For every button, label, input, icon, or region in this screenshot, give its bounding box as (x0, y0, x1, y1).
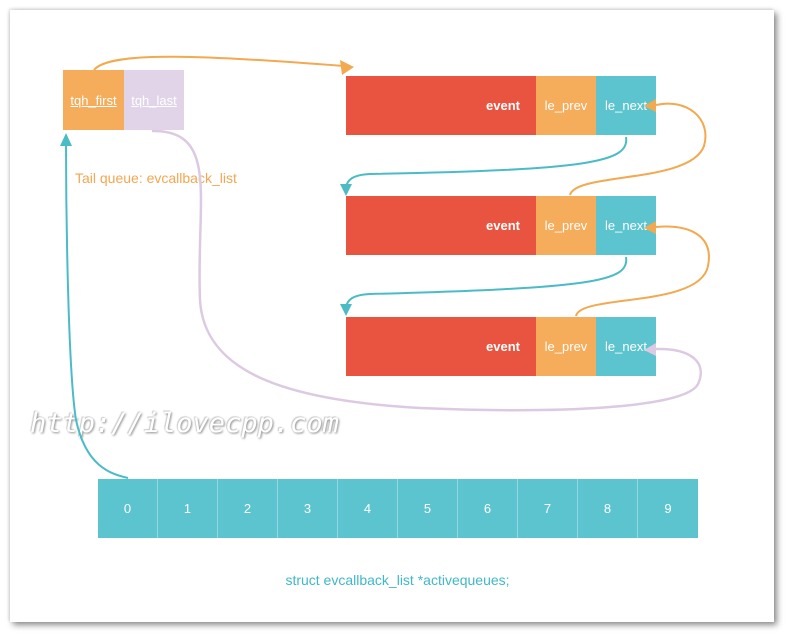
arrowhead (644, 221, 656, 234)
tqh-first-link (93, 55, 345, 71)
tqh-last-link (151, 129, 702, 412)
arrowhead (340, 304, 352, 316)
arrowhead (644, 343, 656, 356)
arrowhead (340, 60, 354, 75)
tqh-last-cell: tqh_last (124, 70, 184, 130)
array-cell: 1 (158, 479, 218, 538)
activequeues-caption: struct evcallback_list *activequeues; (285, 572, 510, 588)
le-prev-cell: le_prev (536, 196, 596, 255)
le-prev-cell: le_prev (536, 317, 596, 376)
event-label: event (346, 317, 536, 376)
array-cell: 2 (218, 479, 278, 538)
watermark-text: http://ilovecpp.com (30, 408, 339, 439)
le-next-cell: le_next (596, 196, 656, 255)
array-cell: 3 (278, 479, 338, 538)
next-link-1 (345, 136, 628, 189)
array-cell: 8 (578, 479, 638, 538)
le-prev-cell: le_prev (536, 76, 596, 135)
next-link-2 (345, 256, 628, 309)
arrowhead (644, 99, 656, 112)
le-next-cell: le_next (596, 76, 656, 135)
arrowhead (60, 133, 72, 146)
le-next-cell: le_next (596, 317, 656, 376)
array-cell: 9 (638, 479, 698, 538)
prev-link-1 (569, 102, 707, 196)
array-cell: 5 (398, 479, 458, 538)
prev-link-2 (575, 225, 710, 317)
arrowhead (340, 184, 352, 196)
array-cell: 4 (338, 479, 398, 538)
array-cell: 7 (518, 479, 578, 538)
event-label: event (346, 196, 536, 255)
tqh-first-cell: tqh_first (63, 70, 124, 130)
array-head-link (65, 141, 129, 479)
array-cell: 0 (98, 479, 158, 538)
array-cell: 6 (458, 479, 518, 538)
tailq-caption: Tail queue: evcallback_list (75, 170, 237, 186)
event-label: event (346, 76, 536, 135)
